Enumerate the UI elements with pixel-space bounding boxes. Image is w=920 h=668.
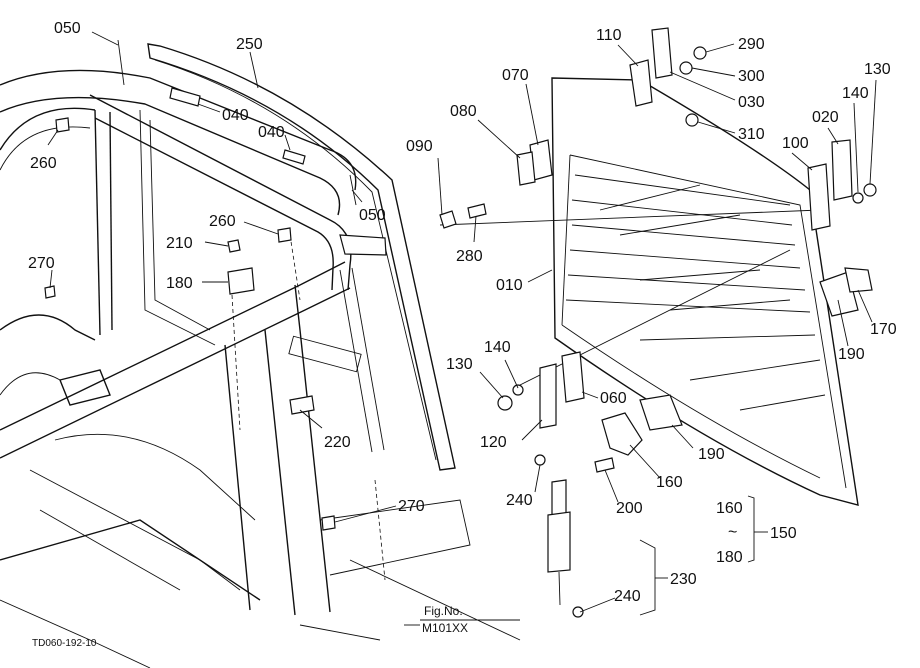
callout-040: 040	[222, 107, 249, 124]
plate-190b	[639, 394, 683, 431]
block-260a	[55, 117, 70, 133]
leader-lines	[47, 31, 877, 626]
callout-170: 170	[870, 321, 897, 338]
callout-190: 190	[838, 346, 865, 363]
pin-040b	[282, 149, 306, 165]
bracket-cab	[339, 234, 387, 256]
callout-270: 270	[398, 498, 425, 515]
callout-180: 180	[166, 275, 193, 292]
callout-020: 020	[812, 109, 839, 126]
assembly-tilde: ~	[728, 524, 737, 541]
cap-310	[685, 113, 699, 127]
bolt-210	[227, 239, 241, 253]
callout-080: 080	[450, 103, 477, 120]
callout-260: 260	[30, 155, 57, 172]
ball-joint-240a	[534, 454, 546, 466]
plate-080	[516, 151, 536, 186]
cab-frame	[0, 69, 521, 668]
callout-140: 140	[484, 339, 511, 356]
ball-joint-240b	[572, 606, 584, 618]
callout-010: 010	[496, 277, 523, 294]
callout-050: 050	[54, 20, 81, 37]
callout-260: 260	[209, 213, 236, 230]
hinge-060	[561, 351, 585, 403]
callout-250: 250	[236, 36, 263, 53]
callout-220: 220	[324, 434, 351, 451]
bracket-220	[289, 395, 315, 415]
callout-050: 050	[359, 207, 386, 224]
nut-130b	[497, 395, 513, 411]
hinge-100	[807, 163, 831, 231]
strut-230	[547, 511, 571, 573]
block-270a	[44, 285, 56, 299]
rear-window-glass	[439, 77, 859, 506]
assembly-bottom-part: 180	[716, 549, 743, 566]
callout-120: 120	[480, 434, 507, 451]
callout-240: 240	[506, 492, 533, 509]
bolt-200	[594, 457, 615, 473]
callout-140: 140	[842, 85, 869, 102]
nut-090	[439, 210, 457, 229]
callout-110: 110	[596, 27, 622, 44]
figure-ref-label: Fig.No.	[424, 604, 463, 618]
callout-labels: 050 250 040 040 260 050 260 210 270 180 …	[28, 20, 897, 605]
washer-300	[679, 61, 693, 75]
hardware-parts	[44, 27, 877, 618]
assembly-top-part: 160	[716, 500, 743, 517]
callout-030: 030	[738, 94, 765, 111]
callout-070: 070	[502, 67, 529, 84]
callout-130: 130	[446, 356, 473, 373]
callout-210: 210	[166, 235, 193, 252]
bracket-170	[844, 267, 873, 293]
washer-140a	[852, 192, 864, 204]
callout-240: 240	[614, 588, 641, 605]
callout-100: 100	[782, 135, 809, 152]
assembly-group: 160 ~ 180 150	[716, 500, 797, 566]
strut-cylinder	[551, 479, 567, 518]
hinge-110	[629, 59, 653, 107]
callout-310: 310	[738, 126, 765, 143]
pin-040a	[169, 87, 201, 107]
washer-140b	[512, 384, 524, 396]
callout-040: 040	[258, 124, 285, 141]
callout-060: 060	[600, 390, 627, 407]
callout-130: 130	[864, 61, 891, 78]
callout-300: 300	[738, 68, 765, 85]
bracket-180	[227, 267, 255, 295]
callout-200: 200	[616, 500, 643, 517]
bracket-160	[601, 412, 643, 456]
bracket-120	[539, 363, 557, 429]
callout-160: 160	[656, 474, 683, 491]
bolt-280	[467, 203, 487, 219]
callout-230: 230	[670, 571, 697, 588]
callout-090: 090	[406, 138, 433, 155]
callout-280: 280	[456, 248, 483, 265]
callout-290: 290	[738, 36, 765, 53]
figure-ref-number: M101XX	[422, 621, 468, 635]
figure-reference: Fig.No. M101XX	[422, 604, 468, 635]
hinge-030	[651, 27, 673, 79]
callout-190: 190	[698, 446, 725, 463]
nut-130a	[863, 183, 877, 197]
nut-290	[693, 46, 707, 60]
windshield-glass	[147, 43, 456, 471]
assembly-number: 150	[770, 525, 797, 542]
block-270b	[321, 515, 336, 531]
drawing-code: TD060-192-10	[32, 638, 97, 649]
hinge-020	[831, 139, 853, 201]
block-260b	[277, 227, 292, 243]
callout-270: 270	[28, 255, 55, 272]
